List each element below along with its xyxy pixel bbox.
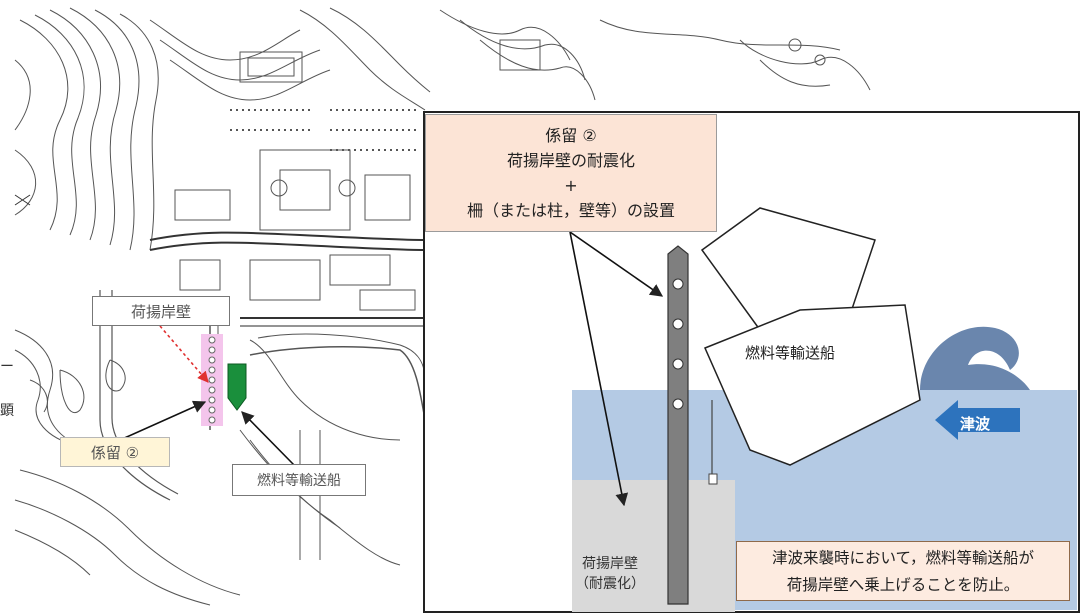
edge-fragment: 顕 bbox=[0, 403, 14, 419]
note-line: 荷揚岸壁へ乗上げることを防止。 bbox=[786, 576, 1020, 594]
note-line: 津波来襲時において，燃料等輸送船が bbox=[772, 549, 1034, 567]
callout-line: 柵（または柱，壁等）の設置 bbox=[466, 201, 675, 220]
post-holes bbox=[672, 278, 684, 410]
callout-line: 荷揚岸壁の耐震化 bbox=[506, 151, 635, 170]
tsunami-arrow-icon bbox=[935, 400, 1020, 440]
map-ship-label: 燃料等輸送船 bbox=[232, 464, 366, 496]
pier-label-line: 荷揚岸壁 bbox=[582, 556, 638, 572]
pier-label-line: （耐震化） bbox=[575, 576, 645, 592]
mooring-arrow bbox=[119, 400, 207, 441]
mooring-callout: 係留 ② 荷揚岸壁の耐震化 + 柵（または柱，壁等）の設置 bbox=[425, 114, 717, 232]
pier-label: 荷揚岸壁 （耐震化） bbox=[572, 554, 648, 594]
ship-hull bbox=[704, 304, 921, 466]
fence-posts bbox=[208, 336, 216, 424]
callout-title: 係留 ② bbox=[545, 126, 597, 145]
map-mooring-label: 係留 ② bbox=[60, 437, 170, 467]
ship-arrow bbox=[241, 411, 296, 467]
post bbox=[667, 245, 689, 605]
site-map bbox=[14, 7, 871, 606]
bottom-note: 津波来襲時において，燃料等輸送船が 荷揚岸壁へ乗上げることを防止。 bbox=[736, 541, 1070, 601]
map-pier-label: 荷揚岸壁 bbox=[92, 296, 230, 326]
route-arrow bbox=[159, 325, 209, 383]
tsunami-label: 津波 bbox=[960, 415, 991, 433]
callout-arrow-post bbox=[569, 231, 664, 297]
ship-marker bbox=[227, 363, 247, 411]
wave-icon bbox=[920, 326, 1030, 390]
callout-plus: + bbox=[564, 176, 578, 195]
callout-arrow-pier bbox=[569, 231, 629, 507]
edge-mark bbox=[14, 194, 31, 206]
pier-block bbox=[572, 480, 735, 612]
ship-label: 燃料等輸送船 bbox=[745, 344, 836, 362]
ship-cabin bbox=[700, 207, 876, 331]
edge-fragment: ー bbox=[0, 359, 14, 375]
